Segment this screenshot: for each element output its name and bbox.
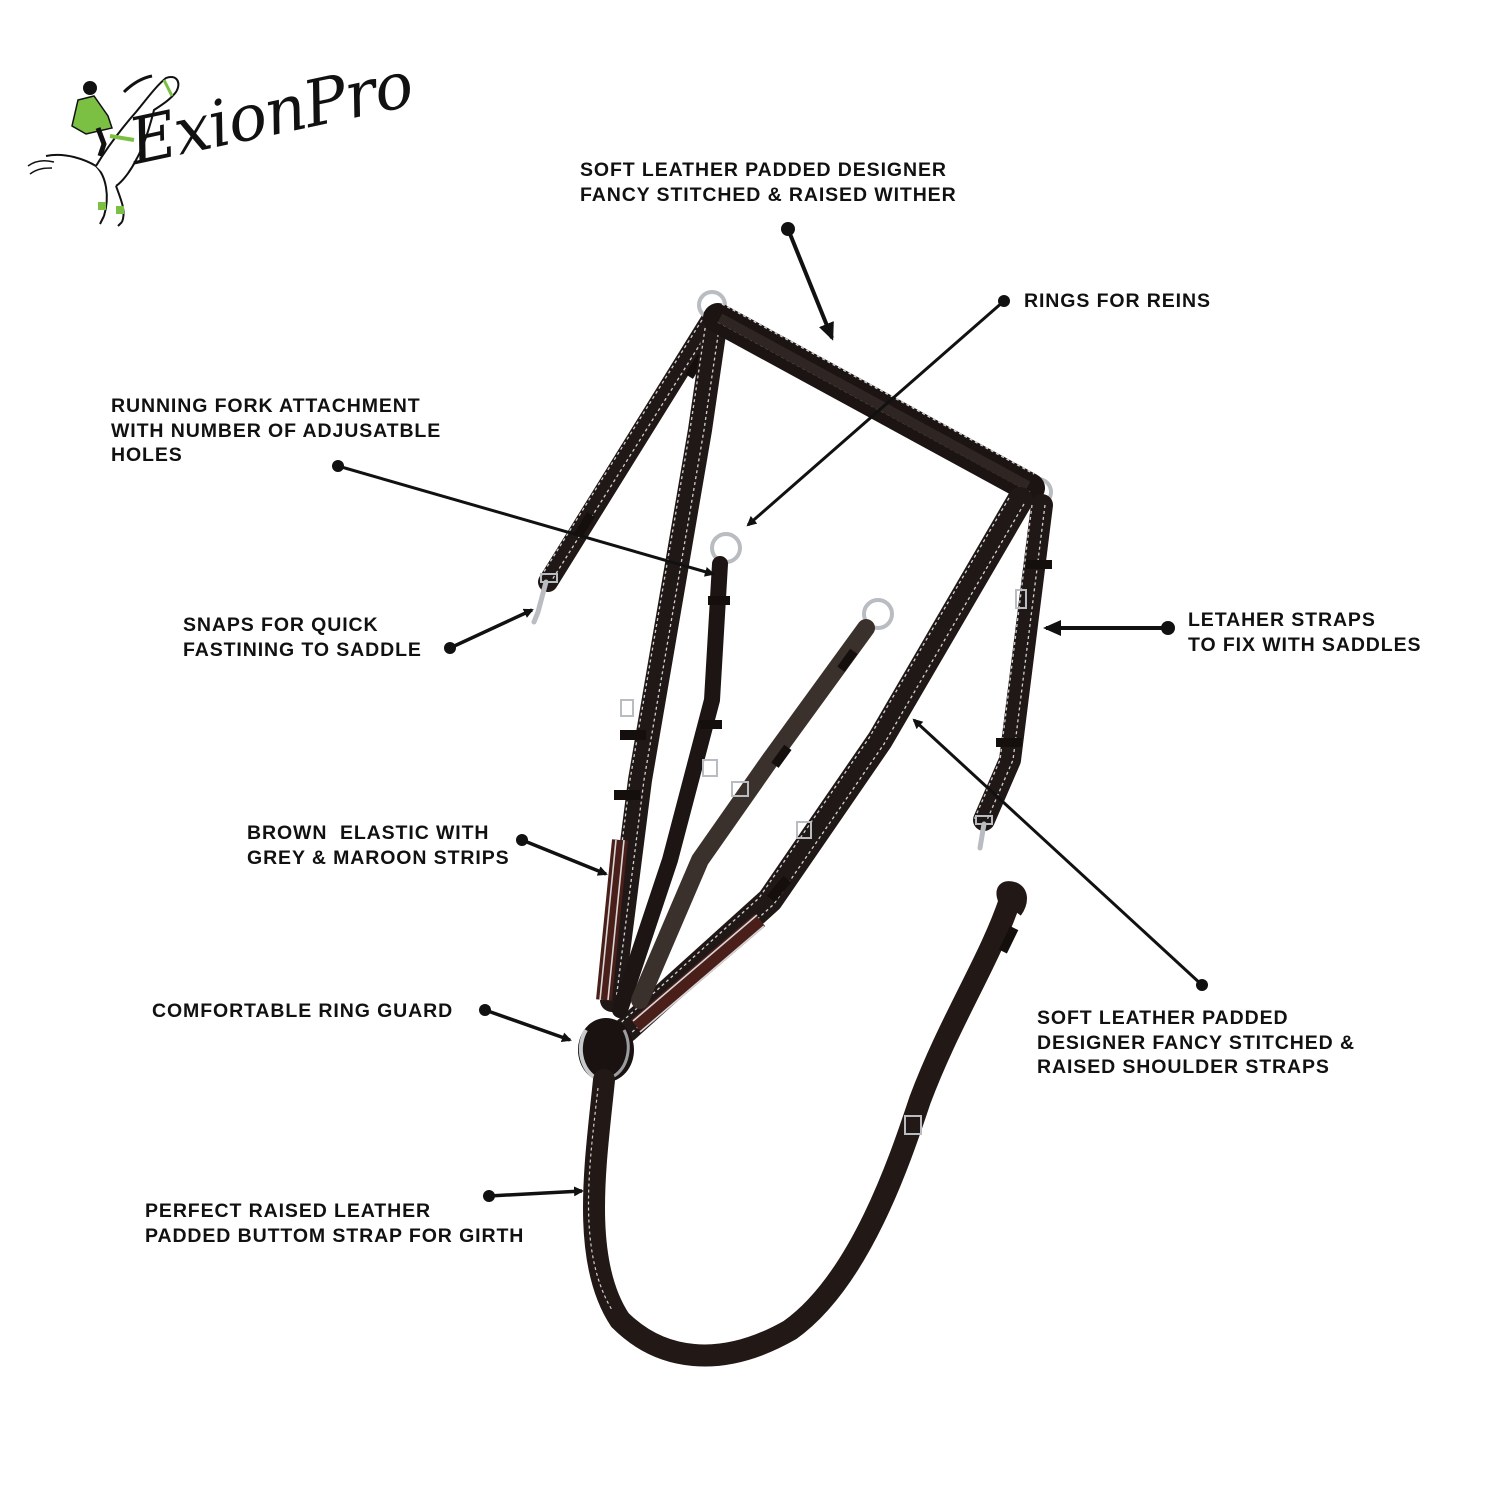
callout-label-rings-for-reins: RINGS FOR REINS (1024, 290, 1211, 312)
wither-strap (703, 303, 1045, 503)
snap-hook-right (977, 821, 987, 851)
callout-label-girth-strap: PERFECT RAISED LEATHER PADDED BUTTOM STR… (145, 1200, 525, 1247)
girth-loop (996, 881, 1027, 916)
rider-helmet (83, 81, 97, 95)
left-saddle-strap (531, 308, 722, 625)
right-shoulder-strap (613, 487, 1033, 1043)
callout-label-wither: SOFT LEATHER PADDED DESIGNER FANCY STITC… (580, 159, 957, 206)
brand-logo: ExionPro (26, 48, 419, 231)
right-saddle-strap (973, 494, 1053, 851)
rider-boot (95, 127, 107, 157)
arrow-wither (781, 222, 834, 341)
arrow-shoulder-straps (912, 718, 1208, 991)
running-fork-right-arm (631, 598, 894, 1009)
saddle-pad (109, 134, 135, 142)
rein-ring-right (862, 598, 894, 630)
callout-label-shoulder-straps: SOFT LEATHER PADDED DESIGNER FANCY STITC… (1037, 1007, 1355, 1078)
snap-hook-left (531, 579, 549, 625)
callout-label-leather-straps: LETAHER STRAPS TO FIX WITH SADDLES (1188, 609, 1422, 656)
rider-jacket (71, 95, 113, 135)
horse-rider-logo-icon (27, 74, 180, 227)
callout-arrows (332, 222, 1208, 1202)
arrow-snaps (444, 608, 534, 654)
arrow-ring-guard (479, 1004, 572, 1043)
running-fork-left-arm (612, 532, 742, 1018)
arrow-girth-strap (483, 1186, 584, 1202)
ring-guard (578, 1018, 634, 1082)
callout-label-brown-elastic: BROWN ELASTIC WITH GREY & MAROON STRIPS (247, 822, 510, 869)
callout-label-snaps: SNAPS FOR QUICK FASTINING TO SADDLE (183, 614, 422, 661)
callout-label-running-fork: RUNNING FORK ATTACHMENT WITH NUMBER OF A… (111, 395, 442, 466)
horse-mane (122, 74, 153, 94)
breastplate (531, 290, 1053, 1367)
arrow-leather-straps (1043, 620, 1175, 636)
arrow-running-fork (332, 460, 715, 577)
girth-strap (583, 881, 1027, 1367)
arrow-brown-elastic (516, 834, 608, 876)
left-shoulder-strap (596, 308, 728, 1012)
callout-label-ring-guard: COMFORTABLE RING GUARD (152, 1000, 454, 1022)
arrow-rings-for-reins (746, 295, 1010, 527)
horse-tail (27, 160, 55, 175)
